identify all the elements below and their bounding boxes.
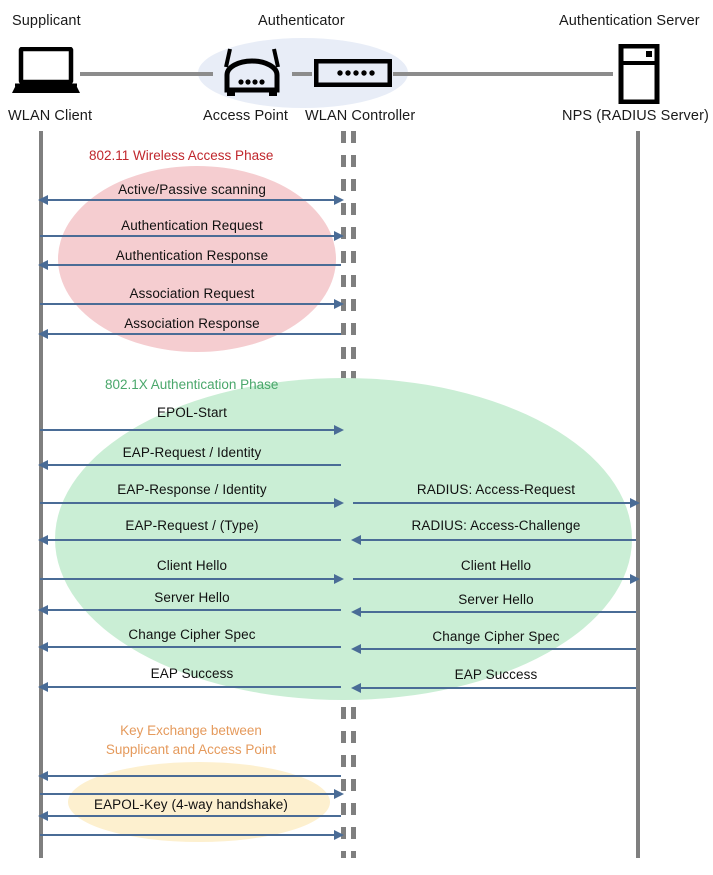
phase-3-title-line-2: Supplicant and Access Point: [105, 742, 277, 757]
arrow-head-left-icon: [38, 605, 48, 615]
phase-1-highlight-ellipse: [58, 166, 336, 352]
message-label: RADIUS: Access-Challenge: [411, 518, 581, 533]
message-label: EAP Success: [454, 667, 538, 682]
message-label: Client Hello: [156, 558, 228, 573]
arrow-head-left-icon: [38, 535, 48, 545]
message-line: [45, 333, 341, 335]
wire-client-to-ap: [80, 72, 213, 76]
arrow-head-right-icon: [630, 574, 640, 584]
message-label: EAP-Request / Identity: [122, 445, 262, 460]
device-label-wlan-client: WLAN Client: [8, 108, 93, 124]
phase-1-title: 802.11 Wireless Access Phase: [89, 148, 274, 163]
arrow-head-right-icon: [334, 299, 344, 309]
message-line: [353, 502, 636, 504]
message-line: [40, 429, 341, 431]
message-line: [40, 502, 341, 504]
message-line: [358, 648, 636, 650]
arrow-head-left-icon: [38, 260, 48, 270]
role-title-authentication-server: Authentication Server: [559, 13, 700, 29]
arrow-head-left-icon: [38, 682, 48, 692]
arrow-head-left-icon: [351, 644, 361, 654]
message-line: [45, 646, 341, 648]
arrow-head-left-icon: [38, 771, 48, 781]
message-line: [358, 611, 636, 613]
message-line: [358, 687, 636, 689]
message-label: Server Hello: [154, 590, 230, 605]
arrow-head-right-icon: [334, 789, 344, 799]
arrow-head-right-icon: [334, 830, 344, 840]
server-rack-icon: [618, 43, 660, 109]
arrow-head-left-icon: [38, 195, 48, 205]
wire-ap-to-controller: [292, 72, 312, 76]
lifeline-supplicant: [39, 131, 43, 858]
message-line: [40, 578, 341, 580]
arrow-head-left-icon: [351, 535, 361, 545]
lifeline-auth-server: [636, 131, 640, 858]
arrow-head-left-icon: [38, 460, 48, 470]
phase-3-inner-label: EAPOL-Key (4-way handshake): [93, 797, 289, 812]
message-label: Server Hello: [458, 592, 534, 607]
message-label: EAP-Request / (Type): [125, 518, 259, 533]
arrow-head-right-icon: [630, 498, 640, 508]
message-label: Association Response: [124, 316, 260, 331]
message-label: Authentication Request: [121, 218, 263, 233]
arrow-head-right-icon: [334, 574, 344, 584]
message-line: [45, 775, 341, 777]
arrow-head-left-icon: [351, 607, 361, 617]
message-label: Change Cipher Spec: [432, 629, 560, 644]
arrow-head-left-icon: [351, 683, 361, 693]
message-line: [45, 815, 341, 817]
message-line: [45, 264, 341, 266]
role-title-authenticator: Authenticator: [258, 13, 345, 29]
wireless-router-icon: [213, 45, 291, 102]
message-label: EAP-Response / Identity: [117, 482, 267, 497]
phase-3-title-line-1: Key Exchange between: [120, 723, 262, 738]
message-line: [358, 539, 636, 541]
arrow-head-left-icon: [38, 642, 48, 652]
message-label: EAP Success: [150, 666, 234, 681]
phase-2-title: 802.1X Authentication Phase: [105, 377, 279, 392]
message-label: Change Cipher Spec: [128, 627, 256, 642]
message-label: Authentication Response: [115, 248, 269, 263]
message-line: [45, 609, 341, 611]
message-label: Association Request: [129, 286, 255, 301]
device-label-access-point: Access Point: [203, 108, 289, 124]
message-line: [40, 793, 341, 795]
message-line: [40, 834, 341, 836]
message-label: RADIUS: Access-Request: [416, 482, 576, 497]
arrow-head-right-icon: [334, 425, 344, 435]
message-line: [45, 686, 341, 688]
message-line: [40, 235, 341, 237]
device-label-wlan-controller: WLAN Controller: [305, 108, 416, 124]
message-line: [45, 464, 341, 466]
device-label-nps-radius-server: NPS (RADIUS Server): [562, 108, 709, 124]
message-line: [45, 199, 341, 201]
message-line: [45, 539, 341, 541]
network-switch-icon: [313, 58, 393, 92]
wire-controller-to-server: [393, 72, 613, 76]
arrow-head-right-icon: [334, 231, 344, 241]
arrow-head-right-icon: [334, 498, 344, 508]
arrow-head-right-icon: [334, 195, 344, 205]
arrow-head-left-icon: [38, 811, 48, 821]
message-label: EPOL-Start: [156, 405, 228, 420]
role-title-supplicant: Supplicant: [12, 13, 81, 29]
message-label: Active/Passive scanning: [118, 182, 266, 197]
message-line: [40, 303, 341, 305]
arrow-head-left-icon: [38, 329, 48, 339]
message-label: Client Hello: [460, 558, 532, 573]
laptop-icon: [12, 46, 80, 100]
message-line: [353, 578, 636, 580]
